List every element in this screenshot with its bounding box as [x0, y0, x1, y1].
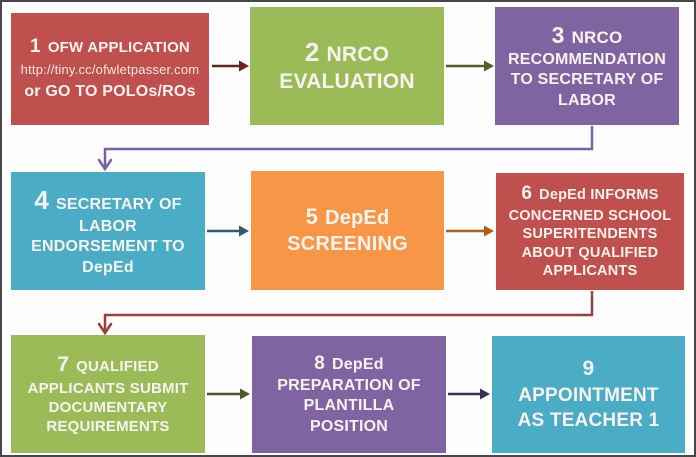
step-text-line: REQUIREMENTS — [46, 418, 170, 436]
step-1-ofw-application-box: 1 OFW APPLICATION http://tiny.cc/ofwletp… — [11, 13, 209, 125]
step-8-heading: 8 DepEd — [314, 352, 383, 376]
step-6-heading: 6 DepEd INFORMS — [521, 182, 658, 206]
arrow-step8-to-step9 — [448, 388, 490, 400]
step-2-heading: 2 NRCO — [305, 36, 389, 69]
step-5-deped-screening-box: 5 DepEd SCREENING — [251, 171, 444, 290]
step-number: 5 — [305, 204, 319, 230]
step-3-heading: 3 NRCO — [552, 21, 623, 50]
step-number: 4 — [34, 184, 49, 215]
step-title: QUALIFIED — [76, 357, 159, 375]
step-text-line: APPLICANTS SUBMIT — [27, 379, 189, 397]
step-text-line: POSITION — [309, 417, 389, 435]
step-text-line: DepEd — [82, 258, 134, 276]
step-number: 8 — [314, 352, 326, 374]
step-text-line: AS TEACHER 1 — [517, 409, 660, 431]
arrow-step7-to-step8 — [207, 388, 250, 400]
step-title: NRCO — [326, 42, 390, 66]
step-text-line: PLANTILLA — [303, 397, 395, 415]
step-7-documentary-requirements-box: 7 QUALIFIED APPLICANTS SUBMIT DOCUMENTAR… — [11, 335, 205, 453]
step-title: OFW APPLICATION — [47, 39, 190, 57]
step-text-line: EVALUATION — [279, 70, 415, 94]
application-url: http://tiny.cc/ofwletpasser.com — [20, 61, 200, 77]
alternative-option-text: or GO TO POLOs/ROs — [24, 83, 196, 101]
arrow-step1-to-step2 — [212, 60, 249, 72]
step-7-heading: 7 QUALIFIED — [57, 352, 159, 379]
step-title: SECRETARY OF — [55, 195, 182, 213]
step-number: 9 — [582, 356, 595, 380]
step-6-deped-informs-box: 6 DepEd INFORMS CONCERNED SCHOOL SUPERIT… — [496, 173, 684, 290]
step-5-heading: 5 DepEd — [306, 203, 390, 232]
elbow-step3-to-step4 — [97, 126, 594, 172]
step-title: DepEd — [332, 355, 384, 373]
step-title: DepEd INFORMS — [539, 187, 659, 204]
step-9-appointment-box: 9 APPOINTMENT AS TEACHER 1 — [492, 336, 685, 453]
step-text-line: RECOMMENDATION — [507, 51, 667, 69]
elbow-step6-to-step7 — [97, 291, 594, 336]
step-title: DepEd — [325, 207, 390, 230]
step-4-heading: 4 SECRETARY OF — [34, 184, 181, 217]
step-text-line: PREPARATION OF — [277, 376, 421, 394]
step-number: 3 — [551, 21, 565, 48]
step-text-line: APPOINTMENT — [518, 384, 659, 406]
step-text-line: LABOR — [558, 91, 616, 109]
step-text-line: ENDORSEMENT TO — [31, 238, 185, 256]
step-9-heading: 9 — [583, 356, 595, 383]
step-number: 7 — [57, 352, 70, 376]
step-text-line: LABOR — [79, 217, 137, 235]
arrow-step2-to-step3 — [446, 60, 494, 72]
arrow-step4-to-step5 — [207, 225, 249, 237]
step-title: NRCO — [571, 27, 623, 47]
step-text-line: CONCERNED SCHOOL — [508, 207, 672, 224]
step-text-line: DOCUMENTARY — [48, 398, 168, 416]
step-number: 2 — [304, 36, 320, 67]
step-text-line: APPLICANTS — [542, 263, 638, 280]
step-3-nrco-recommendation-box: 3 NRCO RECOMMENDATION TO SECRETARY OF LA… — [495, 7, 679, 125]
step-4-secretary-endorsement-box: 4 SECRETARY OF LABOR ENDORSEMENT TO DepE… — [11, 172, 205, 290]
step-text-line: TO SECRETARY OF — [510, 71, 664, 89]
step-number: 6 — [521, 183, 533, 205]
arrow-step5-to-step6 — [446, 225, 494, 237]
step-number: 1 — [30, 36, 41, 58]
step-1-heading: 1 OFW APPLICATION — [30, 35, 190, 59]
step-2-nrco-evaluation-box: 2 NRCO EVALUATION — [250, 7, 444, 125]
step-text-line: ABOUT QUALIFIED — [521, 244, 659, 261]
step-8-plantilla-preparation-box: 8 DepEd PREPARATION OF PLANTILLA POSITIO… — [252, 336, 446, 453]
step-text-line: SUPERITENDENTS — [522, 226, 658, 243]
step-text-line: SCREENING — [287, 233, 408, 255]
